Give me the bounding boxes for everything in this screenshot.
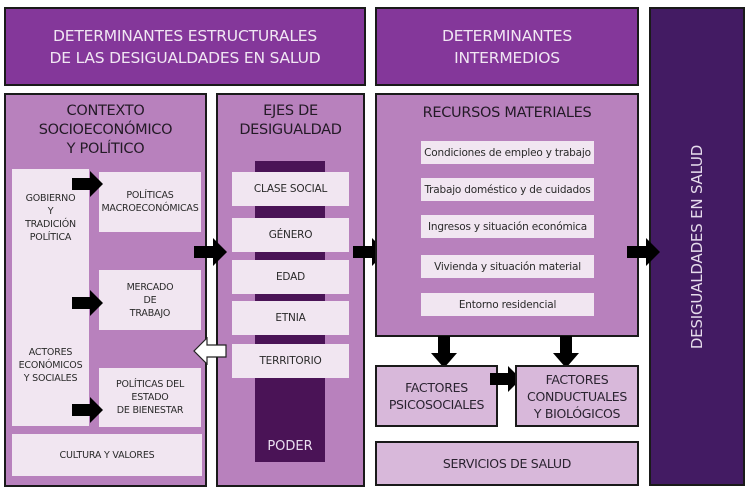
context-panel: CONTEXTO SOCIOECONÓMICO Y POLÍTICO GOBIE… <box>4 93 207 487</box>
context-title-line2: SOCIOECONÓMICO <box>38 122 173 138</box>
header-structural-line1: DETERMINANTES ESTRUCTURALES <box>53 26 317 45</box>
policy-labor-market: MERCADO DE TRABAJO <box>99 270 201 330</box>
axes-title: EJES DE DESIGUALDAD <box>218 102 363 140</box>
axes-title-line2: DESIGUALDAD <box>239 122 342 138</box>
arrow-right-icon <box>72 290 103 316</box>
inequality-axes-panel: EJES DE DESIGUALDAD PODER CLASE SOCIAL G… <box>216 93 365 487</box>
axis-item: GÉNERO <box>232 218 349 252</box>
axis-item: ETNIA <box>232 301 349 335</box>
axis-item: EDAD <box>232 260 349 294</box>
arrow-right-icon <box>194 238 227 266</box>
arrow-down-icon <box>431 336 457 368</box>
health-inequalities-box: DESIGUALDADES EN SALUD <box>649 7 745 486</box>
resource-item: Ingresos y situación económica <box>421 215 594 238</box>
policy-macroeconomic: POLÍTICAS MACROECONÓMICAS <box>99 172 201 232</box>
actors-label: ACTORES ECONÓMICOS Y SOCIALES <box>18 347 83 384</box>
header-structural-determinants: DETERMINANTES ESTRUCTURALES DE LAS DESIG… <box>4 7 366 86</box>
arrow-right-icon <box>72 171 103 197</box>
axes-title-line1: EJES DE <box>263 103 318 119</box>
policy-welfare-state: POLÍTICAS DEL ESTADO DE BIENESTAR <box>99 368 201 427</box>
resource-item: Condiciones de empleo y trabajo <box>421 141 594 164</box>
power-label: PODER <box>267 439 313 454</box>
health-inequalities-label: DESIGUALDADES EN SALUD <box>688 144 706 349</box>
arrow-right-icon <box>72 397 103 423</box>
resource-item: Entorno residencial <box>421 293 594 316</box>
axis-item: TERRITORIO <box>232 344 349 378</box>
behavioral-biological-factors-box: FACTORES CONDUCTUALES Y BIOLÓGICOS <box>515 365 639 427</box>
arrow-right-icon <box>490 366 521 392</box>
psychosocial-factors-box: FACTORES PSICOSOCIALES <box>375 365 498 427</box>
header-intermediate-line2: INTERMEDIOS <box>454 48 560 67</box>
health-services-box: SERVICIOS DE SALUD <box>375 441 639 486</box>
resource-item: Trabajo doméstico y de cuidados <box>421 178 594 201</box>
government-label: GOBIERNO Y TRADICIÓN POLÍTICA <box>25 193 76 243</box>
context-title-line1: CONTEXTO <box>66 103 145 119</box>
header-intermediate-determinants: DETERMINANTES INTERMEDIOS <box>375 7 639 86</box>
axis-item: CLASE SOCIAL <box>232 172 349 206</box>
arrow-left-outline-icon <box>193 337 227 365</box>
arrow-down-icon <box>553 336 579 368</box>
header-structural-line2: DE LAS DESIGUALDADES EN SALUD <box>49 48 321 67</box>
resource-item: Vivienda y situación material <box>421 255 594 278</box>
context-title-line3: Y POLÍTICO <box>66 141 145 157</box>
context-title: CONTEXTO SOCIOECONÓMICO Y POLÍTICO <box>6 102 205 159</box>
material-resources-title: RECURSOS MATERIALES <box>422 105 592 121</box>
culture-values-box: CULTURA Y VALORES <box>12 434 202 476</box>
material-resources-panel: RECURSOS MATERIALES Condiciones de emple… <box>375 93 639 337</box>
header-intermediate-line1: DETERMINANTES <box>442 26 572 45</box>
arrow-right-icon <box>627 238 660 266</box>
